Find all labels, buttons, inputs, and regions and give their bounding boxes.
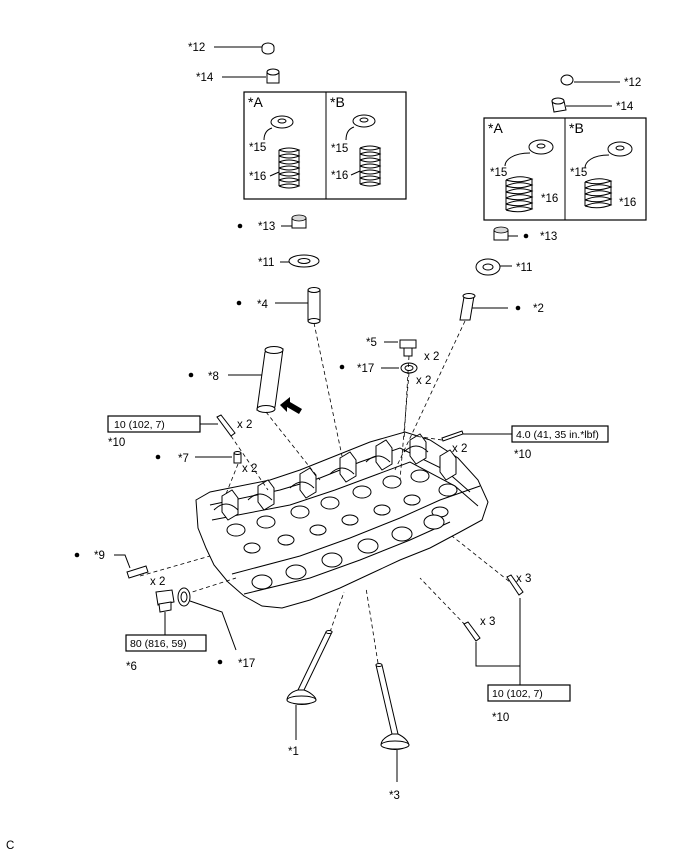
label-9-qty: x 2 <box>150 576 165 588</box>
label-13-right: *13 <box>540 231 557 243</box>
label-2: *2 <box>533 303 544 315</box>
label-17-top-qty: x 2 <box>416 375 431 387</box>
label-7-qty: x 2 <box>242 463 257 475</box>
label-10-left: *10 <box>108 437 125 449</box>
box-right-b-15: *15 <box>570 167 587 179</box>
valve-lash-adjuster-right: *14 <box>551 97 634 113</box>
valve-spring-icon <box>584 178 613 209</box>
stud-bolt-right: 4.0 (41, 35 in.*lbf) x 2 *10 <box>441 425 609 461</box>
valve-stem-cap-left: *12 <box>188 42 275 55</box>
label-10-right-qty: x 2 <box>452 443 467 455</box>
label-5-qty: x 2 <box>424 351 439 363</box>
torque-right: 4.0 (41, 35 in.*lbf) <box>516 429 599 441</box>
label-5: *5 <box>366 337 377 349</box>
valve-guide-bush-exhaust: *2 <box>459 293 544 321</box>
box-right-a-16: *16 <box>541 193 558 205</box>
label-3: *3 <box>389 790 400 802</box>
gasket-lower: *17 <box>177 587 255 670</box>
cylinder-head <box>195 431 489 609</box>
valve-spring-seat-right: *11 <box>475 258 532 276</box>
straight-screw-plug: *5 x 2 <box>366 337 439 363</box>
valve-stem-oil-seal-right: *13 <box>493 226 557 243</box>
label-10-bottom: *10 <box>492 712 509 724</box>
label-9: *9 <box>94 550 105 562</box>
spark-plug-tube: *8 <box>188 346 302 414</box>
direction-arrow-icon <box>280 397 302 414</box>
valve-guide-bush-intake: *4 <box>236 287 321 324</box>
box-left-label-a: *A <box>248 94 263 110</box>
ring-pin: *7 x 2 <box>155 451 257 475</box>
box-right-a-15: *15 <box>490 167 507 179</box>
label-11-right: *11 <box>516 262 532 274</box>
label-17-bottom: *17 <box>238 658 255 670</box>
valve-lash-adjuster-left: *14 <box>196 68 280 84</box>
valve-stem-oil-seal-left: *13 <box>237 214 307 233</box>
valve-spring-icon <box>278 147 301 189</box>
box-right-b-16: *16 <box>619 197 636 209</box>
box-left-label-b: *B <box>330 94 345 110</box>
label-7: *7 <box>178 453 189 465</box>
label-13-left: *13 <box>258 221 275 233</box>
label-12-left: *12 <box>188 42 205 54</box>
valve-stem-cap-right: *12 <box>560 74 641 89</box>
label-17-top: *17 <box>357 363 374 375</box>
label-14-left: *14 <box>196 72 214 84</box>
label-10-left-qty: x 2 <box>237 419 252 431</box>
valve-spring-icon <box>359 145 382 187</box>
stud-bolts-lower: x 3 x 3 10 (102, 7) *10 <box>463 573 571 724</box>
assembly-leader-lines <box>139 320 521 664</box>
torque-p6: 80 (816, 59) <box>130 638 187 650</box>
exhaust-valve: *3 <box>375 663 410 802</box>
intake-valve: *1 <box>286 630 333 758</box>
box-right-label-a: *A <box>488 120 503 136</box>
valve-spring-seat-left: *11 <box>258 254 320 269</box>
straight-pin: *9 x 2 <box>74 550 165 588</box>
box-left-b-15: *15 <box>331 143 348 155</box>
torque-left: 10 (102, 7) <box>114 419 165 431</box>
screw-plug-lower: 80 (816, 59) *6 <box>125 589 207 673</box>
box-right-label-b: *B <box>569 120 584 136</box>
torque-bottom: 10 (102, 7) <box>492 688 543 700</box>
label-10-right: *10 <box>514 449 531 461</box>
box-left-a-16: *16 <box>249 171 266 183</box>
box-left-a-15: *15 <box>249 142 266 154</box>
label-3-qty-lower: x 3 <box>480 616 495 628</box>
valve-spring-icon <box>505 176 534 213</box>
label-14-right: *14 <box>616 101 634 113</box>
gasket-top: *17 x 2 <box>339 362 431 387</box>
stud-bolt-left: 10 (102, 7) x 2 *10 <box>107 414 252 449</box>
label-3-qty-upper: x 3 <box>516 573 531 585</box>
label-12-right: *12 <box>624 77 641 89</box>
variant-box-left: *A *B *15 *16 *15 *16 <box>243 91 407 200</box>
label-4: *4 <box>257 299 268 311</box>
label-6: *6 <box>126 661 137 673</box>
figure-code: C <box>6 840 14 852</box>
variant-box-right: *A *B *15 *16 *15 *16 <box>483 117 647 221</box>
box-left-b-16: *16 <box>331 170 348 182</box>
label-11-left: *11 <box>258 257 274 269</box>
label-1: *1 <box>288 746 299 758</box>
label-8: *8 <box>208 371 219 383</box>
